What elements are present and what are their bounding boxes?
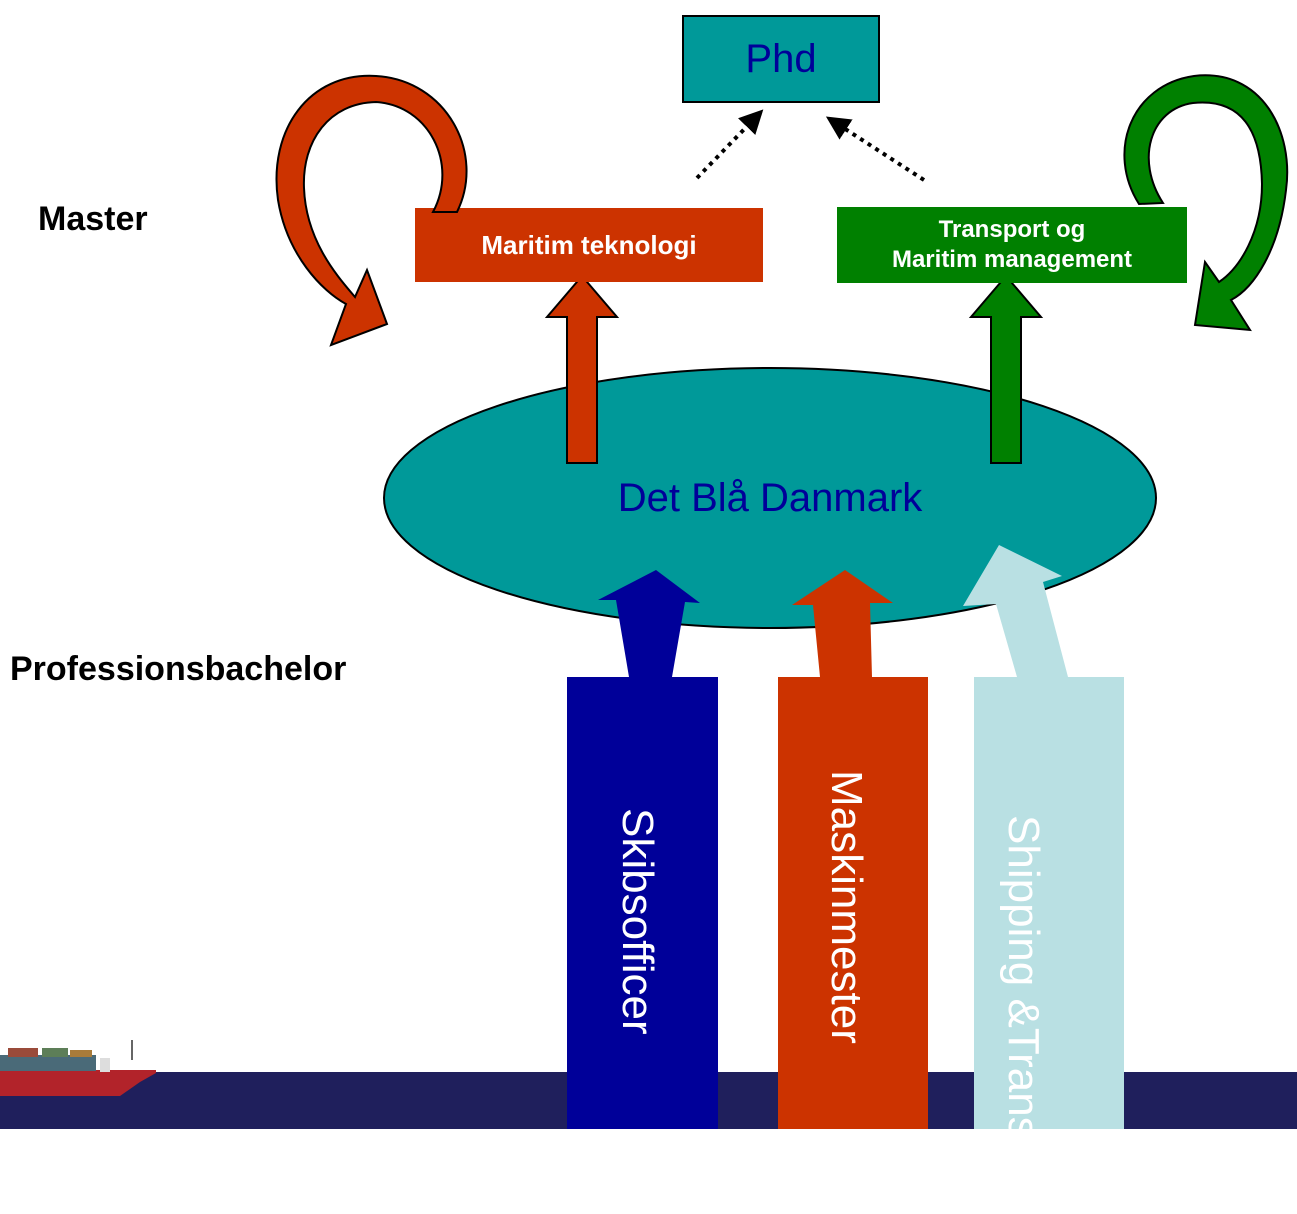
- circular-arrow-left: [275, 74, 468, 347]
- arrow-maskinmester: [778, 570, 928, 1129]
- skibsofficer-label: Skibsofficer: [613, 808, 662, 1035]
- phd-box: [682, 15, 880, 103]
- shipping-line2: Transport: [999, 1027, 1048, 1214]
- level-label-bachelor: Professionsbachelor: [10, 650, 347, 688]
- shipping-line1: Shipping &: [999, 815, 1048, 1028]
- arrow-hub-to-maritime-tech: [544, 274, 620, 464]
- hub-label: Det Blå Danmark: [617, 475, 923, 520]
- transport-mgmt-line1: Transport og: [938, 216, 1086, 243]
- phd-label: Phd: [745, 36, 817, 81]
- arrow-skibsofficer: [567, 570, 718, 1129]
- diagram-canvas: [0, 15, 1297, 1129]
- dotted-arrow-right: [825, 116, 926, 182]
- transport-mgmt-label: Transport og Maritim management: [837, 207, 1187, 283]
- container-ship-icon: [0, 1040, 156, 1096]
- circular-arrow-right: [1123, 74, 1289, 332]
- transport-mgmt-line2: Maritim management: [891, 246, 1133, 273]
- level-label-master: Master: [38, 200, 148, 238]
- maritime-tech-box: [415, 208, 763, 282]
- dotted-arrow-left: [695, 109, 764, 180]
- maritime-tech-label: Maritim teknologi: [481, 229, 697, 260]
- arrow-shipping-transport: [963, 545, 1124, 1129]
- shipping-transport-label: Shipping &Transport: [999, 815, 1048, 1214]
- arrow-hub-to-transport-mgmt: [968, 274, 1044, 464]
- transport-mgmt-box: [837, 207, 1187, 283]
- maskinmester-label: Maskinmester: [822, 770, 871, 1044]
